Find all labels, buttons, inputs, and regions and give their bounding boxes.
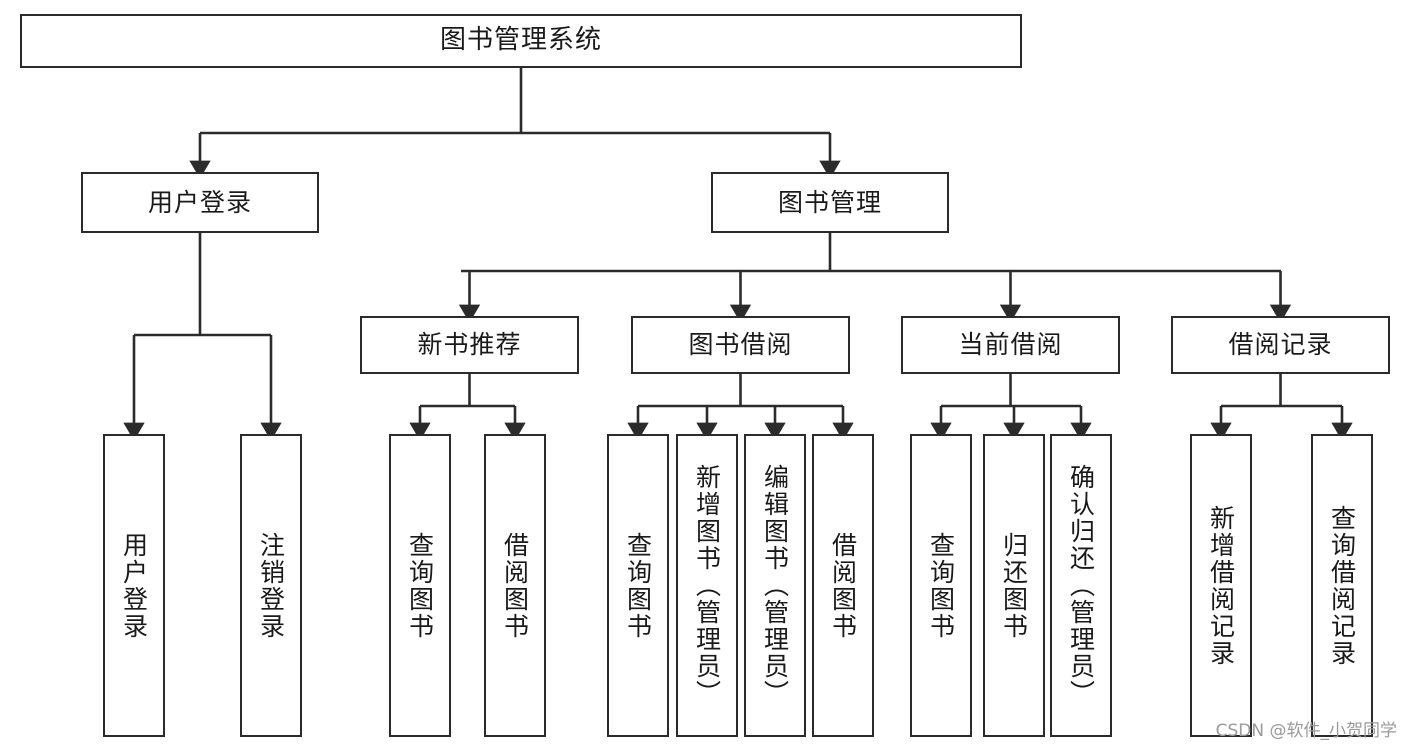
- node-leaf-return-book: 归还图书: [983, 434, 1045, 737]
- node-leaf-user-login: 用户登录: [103, 434, 165, 737]
- watermark-label: CSDN @软件_小贺同学: [1215, 721, 1397, 741]
- node-leaf-borrow-book-2: 借阅图书: [812, 434, 874, 737]
- node-leaf-query-record: 查询借阅记录: [1311, 434, 1373, 737]
- node-leaf-confirm-return: 确认归还（管理员）: [1050, 434, 1112, 737]
- node-current: 当前借阅: [901, 316, 1120, 374]
- node-root: 图书管理系统: [20, 14, 1022, 68]
- node-records: 借阅记录: [1171, 316, 1390, 374]
- node-leaf-add-record: 新增借阅记录: [1190, 434, 1252, 737]
- wire-group: [123, 68, 1353, 441]
- node-leaf-user-logout: 注销登录: [240, 434, 302, 737]
- node-leaf-edit-book: 编辑图书（管理员）: [744, 434, 806, 737]
- node-login: 用户登录: [81, 172, 319, 233]
- node-leaf-query-book-3: 查询图书: [910, 434, 972, 737]
- node-leaf-query-book-2: 查询图书: [607, 434, 669, 737]
- node-leaf-borrow-book-1: 借阅图书: [484, 434, 546, 737]
- node-bookmgmt: 图书管理: [711, 172, 949, 233]
- node-leaf-add-book: 新增图书（管理员）: [676, 434, 738, 737]
- node-borrow: 图书借阅: [631, 316, 850, 374]
- node-leaf-query-book-1: 查询图书: [389, 434, 451, 737]
- node-newbook: 新书推荐: [360, 316, 579, 374]
